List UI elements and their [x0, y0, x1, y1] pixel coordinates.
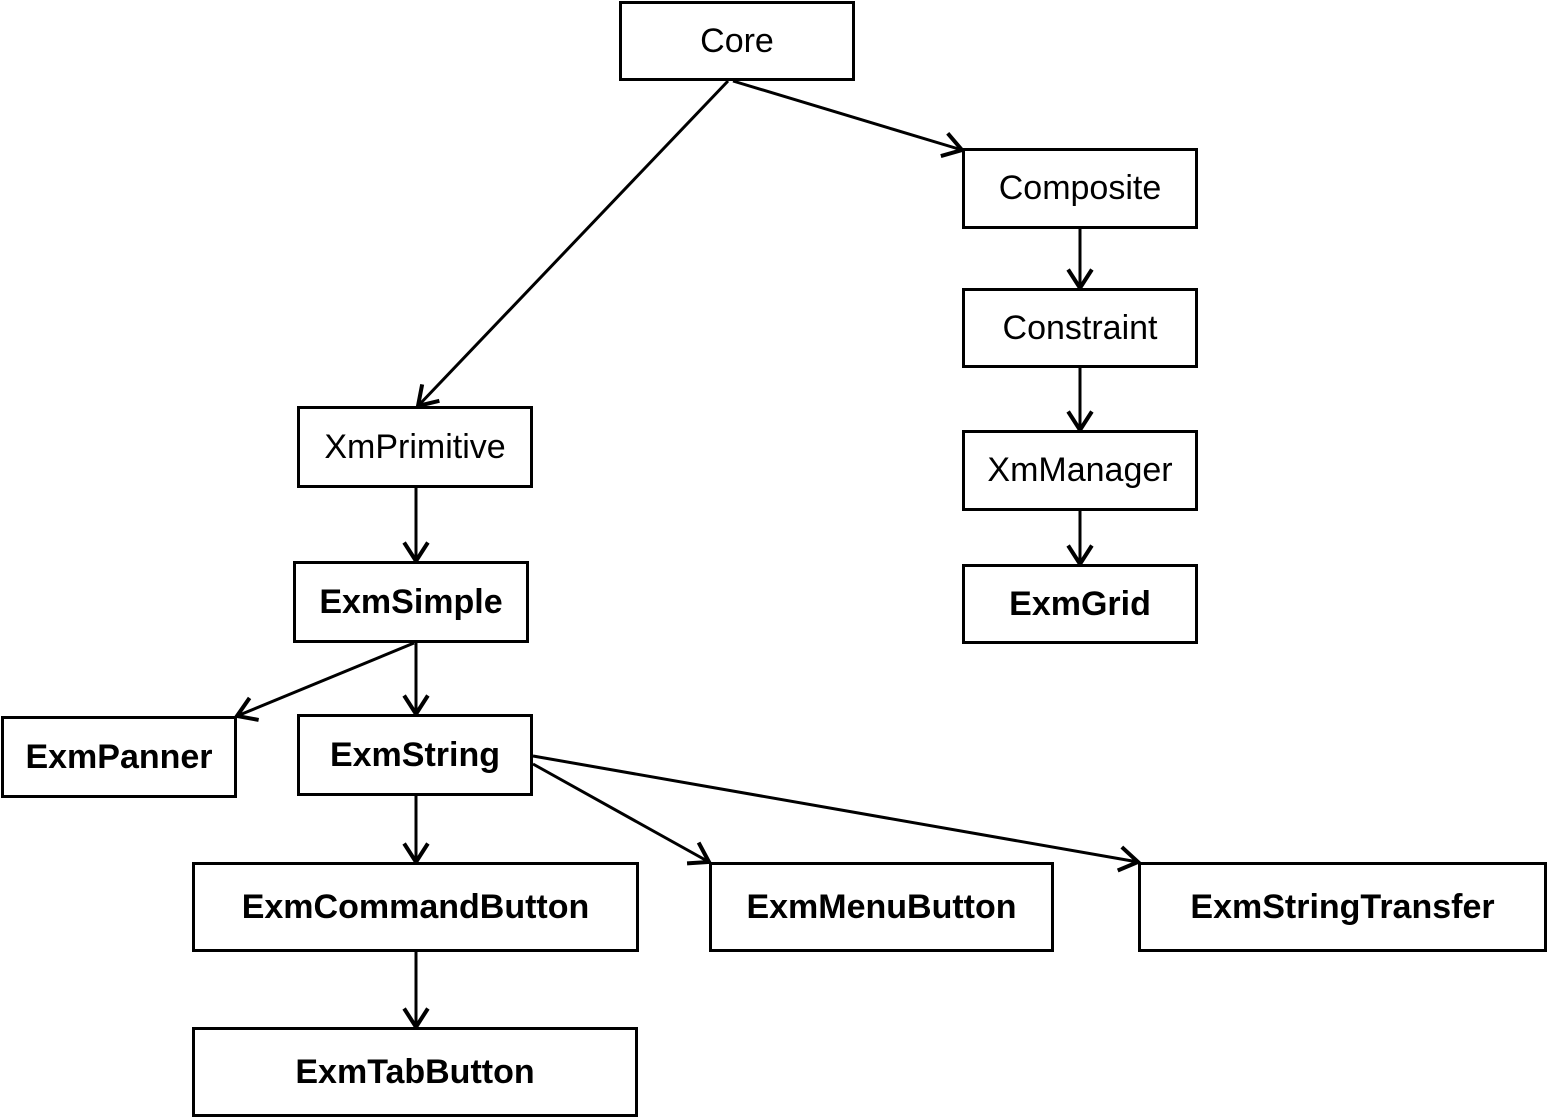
node-exmtabbutton: ExmTabButton: [192, 1027, 638, 1117]
node-label: ExmGrid: [1009, 584, 1151, 623]
edge-exmcommandbutton-to-exmtabbutton: [402, 952, 430, 1031]
edge-exmstring-to-exmcommandbutton: [402, 796, 430, 866]
node-core: Core: [619, 1, 855, 81]
node-exmpanner: ExmPanner: [1, 716, 237, 798]
node-exmstringtransfer: ExmStringTransfer: [1138, 862, 1547, 952]
edge-constraint-to-xmmanager: [1066, 368, 1094, 434]
node-label: ExmString: [329, 735, 501, 774]
node-xmmanager: XmManager: [962, 430, 1198, 511]
node-label: ExmCommandButton: [241, 887, 590, 926]
edge-line: [532, 762, 710, 864]
node-xmprimitive: XmPrimitive: [297, 406, 533, 488]
node-label: ExmPanner: [25, 737, 213, 776]
node-label: ExmStringTransfer: [1190, 887, 1495, 926]
edge-core-to-composite: [732, 79, 966, 158]
node-label: ExmSimple: [319, 582, 503, 621]
node-label: Constraint: [1002, 308, 1158, 347]
edge-xmmanager-to-exmgrid: [1066, 511, 1094, 568]
edge-exmstring-to-exmmenubutton: [532, 762, 713, 866]
arrowhead-icon: [233, 696, 260, 722]
edge-composite-to-constraint: [1066, 229, 1094, 292]
node-label: ExmMenuButton: [746, 887, 1017, 926]
edge-line: [416, 79, 730, 408]
node-label: Composite: [998, 169, 1162, 207]
node-exmgrid: ExmGrid: [962, 564, 1198, 644]
edge-xmprimitive-to-exmsimple: [402, 488, 430, 565]
edge-line: [532, 754, 1139, 864]
node-exmstring: ExmString: [297, 714, 533, 796]
edge-exmsimple-to-exmstring: [402, 643, 430, 718]
edge-line: [236, 641, 415, 718]
node-label: ExmTabButton: [295, 1052, 535, 1091]
edge-exmsimple-to-exmpanner: [233, 641, 415, 722]
node-exmsimple: ExmSimple: [293, 561, 529, 643]
node-constraint: Constraint: [962, 288, 1198, 368]
node-label: Core: [700, 21, 774, 60]
node-exmmenubutton: ExmMenuButton: [709, 862, 1054, 952]
edge-line: [732, 79, 963, 152]
node-label: XmManager: [987, 451, 1173, 489]
node-label: XmPrimitive: [324, 427, 506, 466]
edge-core-to-xmprimitive: [415, 79, 730, 409]
node-composite: Composite: [962, 148, 1198, 229]
node-exmcommandbutton: ExmCommandButton: [192, 862, 639, 952]
